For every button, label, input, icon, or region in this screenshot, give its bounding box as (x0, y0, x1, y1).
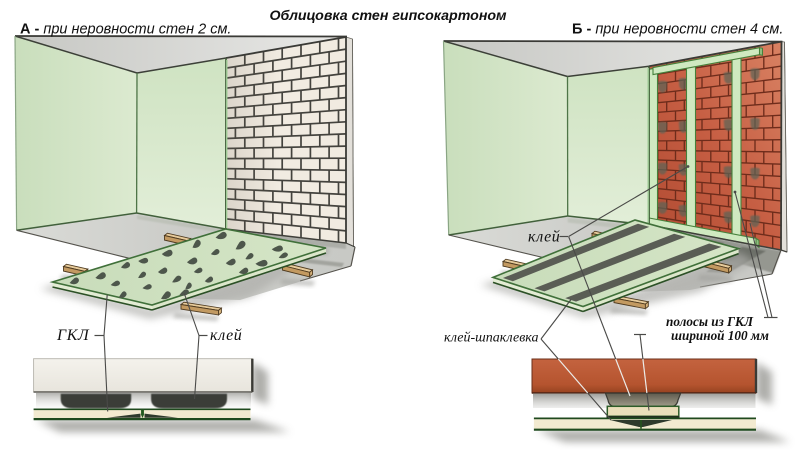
svg-text:полосы из ГКЛ: полосы из ГКЛ (666, 314, 754, 329)
svg-text:Облицовка стен гипсокартоном: Облицовка стен гипсокартоном (269, 8, 507, 24)
svg-text:ГКЛ: ГКЛ (56, 327, 90, 344)
svg-text:Б - при неровности стен 4 см.: Б - при неровности стен 4 см. (572, 22, 783, 38)
svg-text:клей: клей (210, 327, 242, 344)
svg-text:А - при неровности стен 2 см.: А - при неровности стен 2 см. (20, 22, 231, 38)
svg-text:клей: клей (528, 229, 560, 246)
svg-text:клей-шпаклевка: клей-шпаклевка (444, 331, 539, 346)
svg-text:шириной 100 мм: шириной 100 мм (671, 328, 769, 343)
